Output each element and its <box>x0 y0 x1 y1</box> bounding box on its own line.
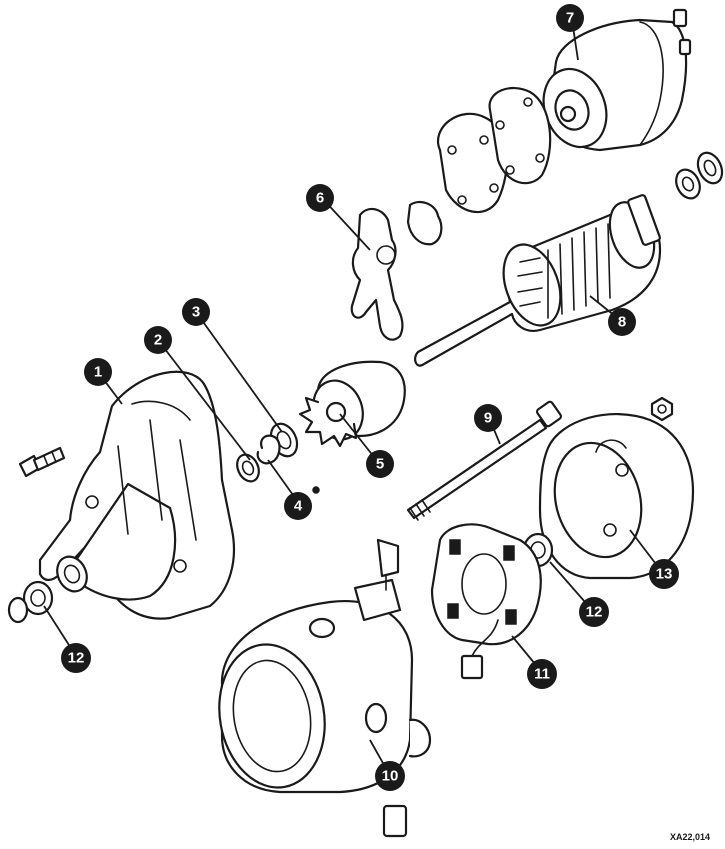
armature-part <box>414 194 662 367</box>
solenoid-part <box>542 8 692 152</box>
brush-holder-part <box>430 523 542 680</box>
callout-2-label: 2 <box>154 332 162 349</box>
callout-6: 6 <box>306 184 334 212</box>
yoke-part <box>218 538 432 838</box>
callout-12-rear-label: 12 <box>586 604 603 621</box>
callout-3: 3 <box>182 298 210 326</box>
drive-end-housing-part <box>38 370 236 620</box>
callout-4: 4 <box>284 492 312 520</box>
rear-end-frame-part <box>538 413 694 580</box>
callout-9: 9 <box>474 404 502 432</box>
shift-lever-part <box>350 200 443 341</box>
callout-3-label: 3 <box>192 304 200 321</box>
through-bolt-part <box>406 400 563 521</box>
snap-ring-part <box>236 434 281 483</box>
callout-6-label: 6 <box>316 190 324 207</box>
callout-13: 13 <box>649 559 679 589</box>
callout-11-label: 11 <box>534 666 550 683</box>
nut-part <box>650 396 674 422</box>
callout-8: 8 <box>608 308 636 336</box>
mounting-bolt-part <box>18 446 66 478</box>
reference-code: XA22,014 <box>670 832 710 842</box>
callout-8-label: 8 <box>618 314 626 331</box>
callout-1-label: 1 <box>94 364 102 381</box>
callout-12-front: 12 <box>61 643 91 673</box>
callout-5: 5 <box>366 450 394 478</box>
solenoid-washers <box>675 151 724 200</box>
callout-7: 7 <box>556 4 584 32</box>
callout-10-label: 10 <box>382 768 399 785</box>
callout-4-label: 4 <box>294 498 303 515</box>
callout-7-label: 7 <box>566 10 574 27</box>
callout-5-label: 5 <box>376 456 384 473</box>
callout-11: 11 <box>527 659 557 689</box>
callout-13-label: 13 <box>656 566 673 583</box>
callout-2: 2 <box>144 326 172 354</box>
callout-12-front-label: 12 <box>68 650 85 667</box>
pinion-clutch-part <box>298 360 406 494</box>
callout-10: 10 <box>375 761 405 791</box>
bushing-front-part <box>7 580 54 624</box>
gasket-plates <box>437 87 552 214</box>
callout-9-label: 9 <box>484 410 492 427</box>
callout-12-rear: 12 <box>579 597 609 627</box>
callout-1: 1 <box>84 358 112 386</box>
